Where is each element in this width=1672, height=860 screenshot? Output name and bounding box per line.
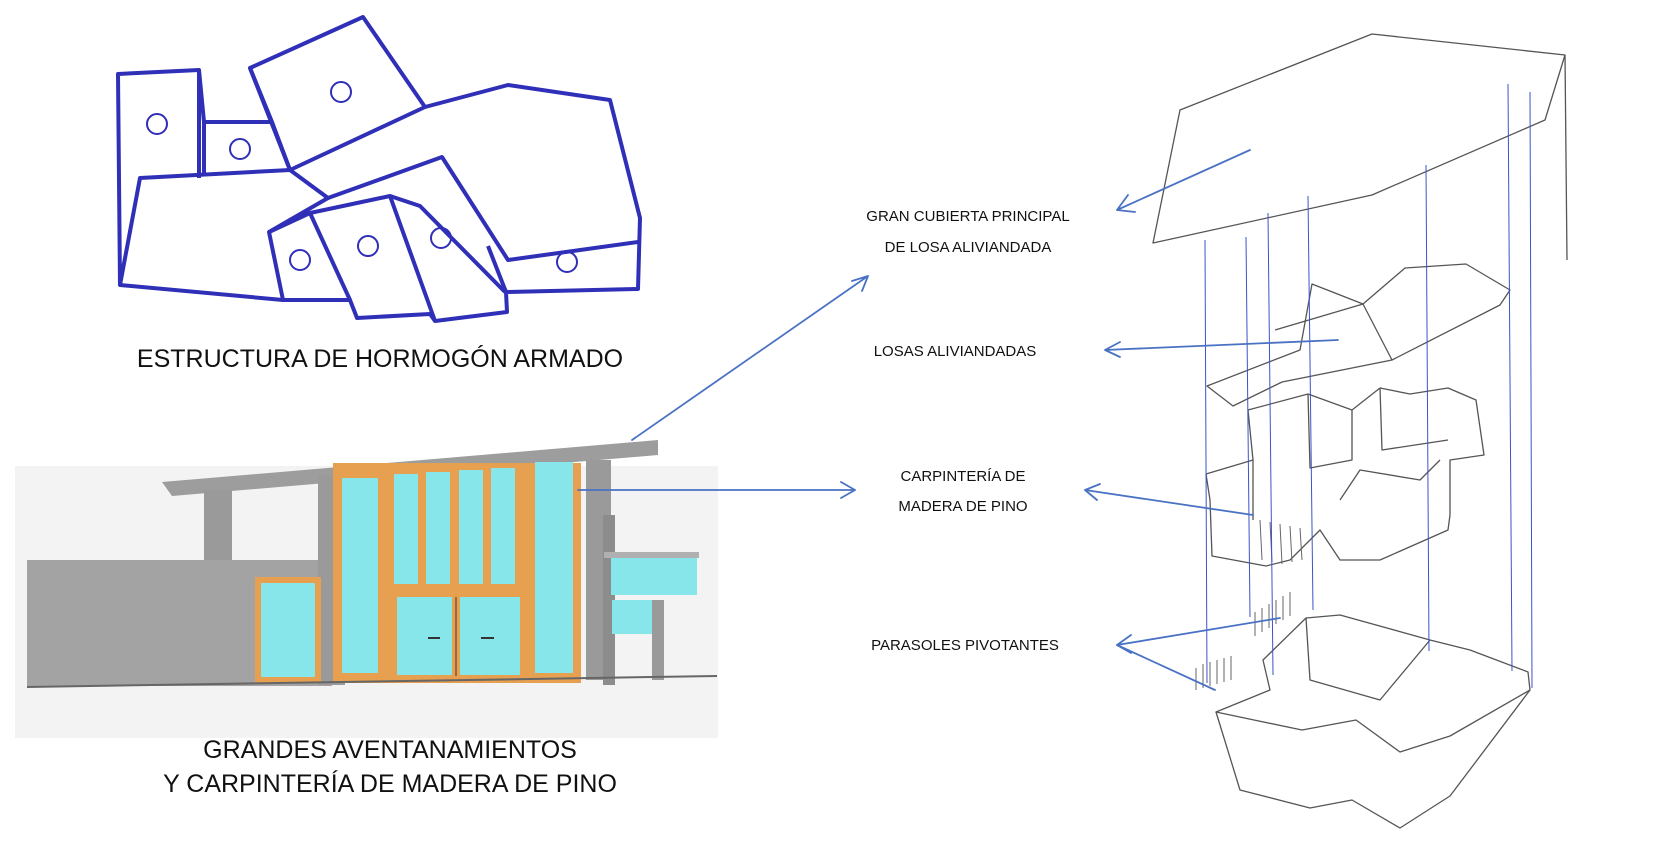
annex-shade [604, 552, 699, 558]
facade-elevation-drawing [15, 440, 718, 738]
middle-level-front [1209, 499, 1451, 567]
label-sunshades: PARASOLES PIVOTANTES [871, 637, 1059, 654]
ground-line [26, 675, 718, 688]
alignment-line-7 [1529, 91, 1533, 689]
window-left-glass [261, 583, 315, 677]
plan-wall-11 [119, 283, 284, 302]
plan-wall-6 [327, 155, 639, 262]
arrow-carpentry [1084, 483, 1254, 516]
exploded-axonometric-drawing [1152, 33, 1568, 829]
arrow-slabs [1104, 339, 1339, 358]
ground-level-base [1215, 689, 1531, 829]
label-roof-line1: GRAN CUBIERTA PRINCIPAL [866, 208, 1070, 225]
ground-level-inner [1305, 617, 1431, 701]
structure-plan-drawing [116, 15, 642, 323]
column-circle-1 [146, 113, 168, 135]
arrow-sunshades-2 [1116, 644, 1216, 691]
glass-panel-1 [342, 478, 378, 673]
label-roof-line2: DE LOSA ALIVIANDADA [884, 239, 1052, 256]
door-glass-1 [397, 597, 452, 675]
carpentry-slats [1259, 519, 1303, 565]
arrow-facade-to-roof [631, 275, 869, 441]
caption-windows-line1: GRANDES AVENTANAMIENTOS [203, 736, 577, 764]
annex-glass-low [612, 600, 652, 634]
sunshade-fins [1195, 592, 1291, 690]
middle-level-top [1205, 387, 1485, 515]
column-circle-5 [357, 235, 379, 257]
caption-structure: ESTRUCTURA DE HORMOGÓN ARMADO [136, 345, 624, 373]
ground-level [1215, 614, 1531, 753]
alignment-line-6 [1507, 83, 1513, 672]
alignment-line-5 [1425, 164, 1430, 652]
slab-level [1206, 263, 1511, 407]
plan-wall-9 [389, 194, 507, 294]
caption-windows-line2: Y CARPINTERÍA DE MADERA DE PINO [163, 770, 617, 798]
roof-plate [1152, 33, 1566, 244]
wall-left-pillar [204, 490, 232, 562]
column-circle-3 [330, 81, 352, 103]
alignment-line-4 [1307, 195, 1314, 611]
column-circle-6 [430, 227, 452, 249]
column-circle-4 [289, 249, 311, 271]
arrow-sunshades-1 [1116, 617, 1281, 654]
middle-wall-5 [1205, 473, 1211, 501]
alignment-line-2 [1245, 236, 1251, 618]
roof-plate-edge [1564, 54, 1568, 261]
label-carpentry-line1: CARPINTERÍA DE [900, 468, 1026, 485]
glass-panel-3 [426, 472, 450, 584]
arrow-roof [1116, 149, 1251, 213]
middle-wall-2 [1307, 393, 1353, 469]
label-carpentry-line2: MADERA DE PINO [898, 498, 1028, 515]
glass-panel-2 [394, 474, 418, 584]
slab-level-inner [1274, 303, 1393, 361]
column-circle-2 [229, 138, 251, 160]
plan-wall-5 [289, 105, 426, 172]
annex-glass [611, 555, 697, 595]
column-circle-7 [556, 251, 578, 273]
alignment-line-1 [1204, 239, 1208, 684]
door-glass-2 [460, 597, 520, 675]
arrow-facade-to-carpentry [577, 481, 856, 499]
label-slabs: LOSAS ALIVIANDADAS [873, 343, 1037, 360]
plan-wall-4 [248, 67, 292, 171]
plan-wall-10 [486, 245, 508, 293]
glass-panel-5 [491, 468, 515, 584]
annex-wall [652, 600, 664, 680]
glass-panel-6 [535, 462, 573, 673]
glass-panel-4 [459, 470, 483, 584]
alignment-line-3 [1267, 212, 1274, 676]
middle-wall-4 [1339, 459, 1441, 501]
middle-wall-3 [1379, 387, 1449, 451]
